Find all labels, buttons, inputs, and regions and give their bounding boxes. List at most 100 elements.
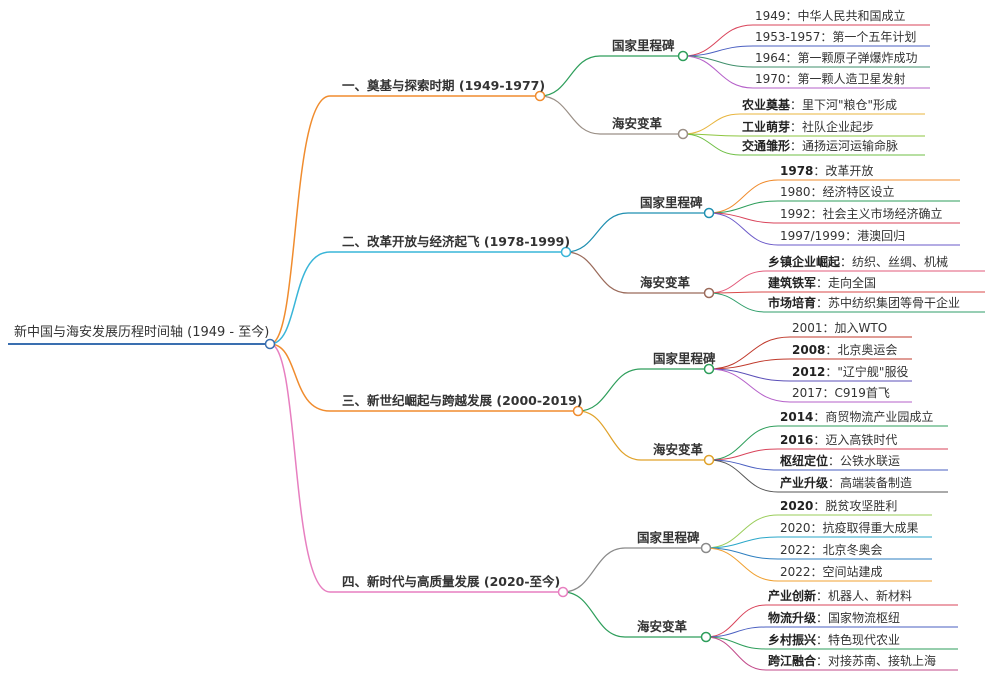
leaf-item: 建筑铁军：走向全国 [768,275,876,291]
group-connector [577,368,709,412]
section-collapse-toggle[interactable] [560,246,572,258]
leaf-connector [708,459,948,493]
leaf-item-bold: 市场培育 [768,296,817,310]
leaf-item: 乡村振兴：特色现代农业 [768,632,900,648]
leaf-connector [708,368,912,403]
leaf-item-text: ：商贸物流产业园成立 [813,410,934,424]
leaf-item: 1992：社会主义市场经济确立 [780,206,943,222]
leaf-item: 农业奠基：里下河"粮仓"形成 [742,97,897,113]
group-collapse-toggle[interactable] [677,50,689,62]
leaf-connector [708,425,948,461]
section-title-bold: 一、奠基与探索时期 (1949-1977) [342,78,546,93]
leaf-item: 2014：商贸物流产业园成立 [780,409,933,425]
group-collapse-toggle[interactable] [700,631,712,643]
leaf-item-text: ：改革开放 [813,164,874,178]
leaf-connector [708,459,948,471]
section-connector [269,343,563,593]
group-label: 国家里程碑 [640,195,703,211]
leaf-item-text: ：北京奥运会 [825,343,898,357]
group-label-bold: 海安变革 [637,619,688,634]
section-title-bold: 三、新世纪崛起与跨越发展 (2000-2019) [342,393,583,408]
section-title: 三、新世纪崛起与跨越发展 (2000-2019) [342,393,583,409]
leaf-item: 2008：北京奥运会 [792,342,897,358]
group-label: 海安变革 [637,619,687,635]
leaf-connector [708,270,985,294]
leaf-item-text: 2017：C919首飞 [792,386,890,400]
leaf-item-text: ：脱贫攻坚胜利 [813,499,898,513]
group-connector [565,212,709,253]
leaf-connector [682,45,930,57]
leaf-item-text: 2022：北京冬奥会 [780,543,883,557]
leaf-connector [705,636,958,650]
section-collapse-toggle[interactable] [572,405,584,417]
leaf-item: 乡镇企业崛起：纺织、丝绸、机械 [768,254,948,270]
group-collapse-toggle[interactable] [703,287,715,299]
leaf-item: 物流升级：国家物流枢纽 [768,610,900,626]
group-collapse-toggle[interactable] [700,542,712,554]
group-label-bold: 国家里程碑 [653,351,716,366]
group-collapse-toggle[interactable] [703,207,715,219]
group-label: 海安变革 [653,442,703,458]
leaf-connector [705,636,958,671]
leaf-item: 产业升级：高端装备制造 [780,475,912,491]
leaf-item: 2001：加入WTO [792,320,887,336]
leaf-item-text: ：迈入高铁时代 [813,433,898,447]
group-label: 海安变革 [640,275,690,291]
leaf-item-text: ：通扬运河运输命脉 [790,139,899,153]
leaf-connector [708,212,960,246]
leaf-item-text: ：高端装备制造 [828,476,913,490]
leaf-item: 跨江融合：对接苏南、接轨上海 [768,653,936,669]
leaf-connector [708,292,985,313]
leaf-connector [682,55,930,68]
leaf-connector [705,604,958,638]
leaf-item-text: ：国家物流枢纽 [816,611,901,625]
leaf-item-text: 2022：空间站建成 [780,565,883,579]
leaf-item: 市场培育：苏中纺织集团等骨干企业 [768,295,960,311]
group-label-bold: 海安变革 [640,275,691,290]
leaf-connector [708,200,960,214]
section-title: 四、新时代与高质量发展 (2020-至今) [342,574,560,590]
section-collapse-toggle[interactable] [557,586,569,598]
leaf-item: 枢纽定位：公铁水联运 [780,453,900,469]
group-collapse-toggle[interactable] [703,454,715,466]
leaf-item-text: ：纺织、丝绸、机械 [840,255,949,269]
group-label: 国家里程碑 [637,530,700,546]
leaf-item-bold: 2020 [780,499,814,513]
leaf-item-bold: 2012 [792,365,826,379]
leaf-item-text: ："辽宁舰"服役 [825,365,909,379]
root-collapse-toggle[interactable] [264,338,276,350]
leaf-item: 2016：迈入高铁时代 [780,432,897,448]
leaf-item-text: ：社队企业起步 [790,120,875,134]
section-collapse-toggle[interactable] [534,90,546,102]
section-title: 二、改革开放与经济起飞 (1978-1999) [342,234,570,250]
leaf-connector [682,55,930,89]
leaf-item-bold: 产业升级 [780,476,829,490]
leaf-item: 2020：脱贫攻坚胜利 [780,498,897,514]
leaf-connector [708,368,912,382]
leaf-connector [682,133,925,156]
leaf-item-bold: 工业萌芽 [742,120,791,134]
group-collapse-toggle[interactable] [677,128,689,140]
leaf-item: 1949：中华人民共和国成立 [755,8,906,24]
section-connector [269,343,578,412]
leaf-item: 2020：抗疫取得重大成果 [780,520,919,536]
section-connector [269,251,566,345]
leaf-item: 2022：北京冬奥会 [780,542,883,558]
group-connector [577,410,709,461]
group-label: 国家里程碑 [653,351,716,367]
leaf-item-text: ：里下河"粮仓"形成 [790,98,898,112]
leaf-connector [708,179,960,214]
leaf-item-bold: 2014 [780,410,814,424]
leaf-item-bold: 枢纽定位 [780,454,829,468]
leaf-item-bold: 1978 [780,164,814,178]
leaf-item: 1997/1999：港澳回归 [780,228,905,244]
leaf-item-bold: 2016 [780,433,814,447]
root-topic: 新中国与海安发展历程时间轴 (1949 - 至今) [14,325,270,340]
section-connector [269,95,540,345]
leaf-item-text: ：公铁水联运 [828,454,901,468]
leaf-item-text: 2001：加入WTO [792,321,888,335]
leaf-item-text: 1970：第一颗人造卫星发射 [755,72,906,86]
leaf-item-bold: 交通雏形 [742,139,791,153]
group-collapse-toggle[interactable] [703,363,715,375]
